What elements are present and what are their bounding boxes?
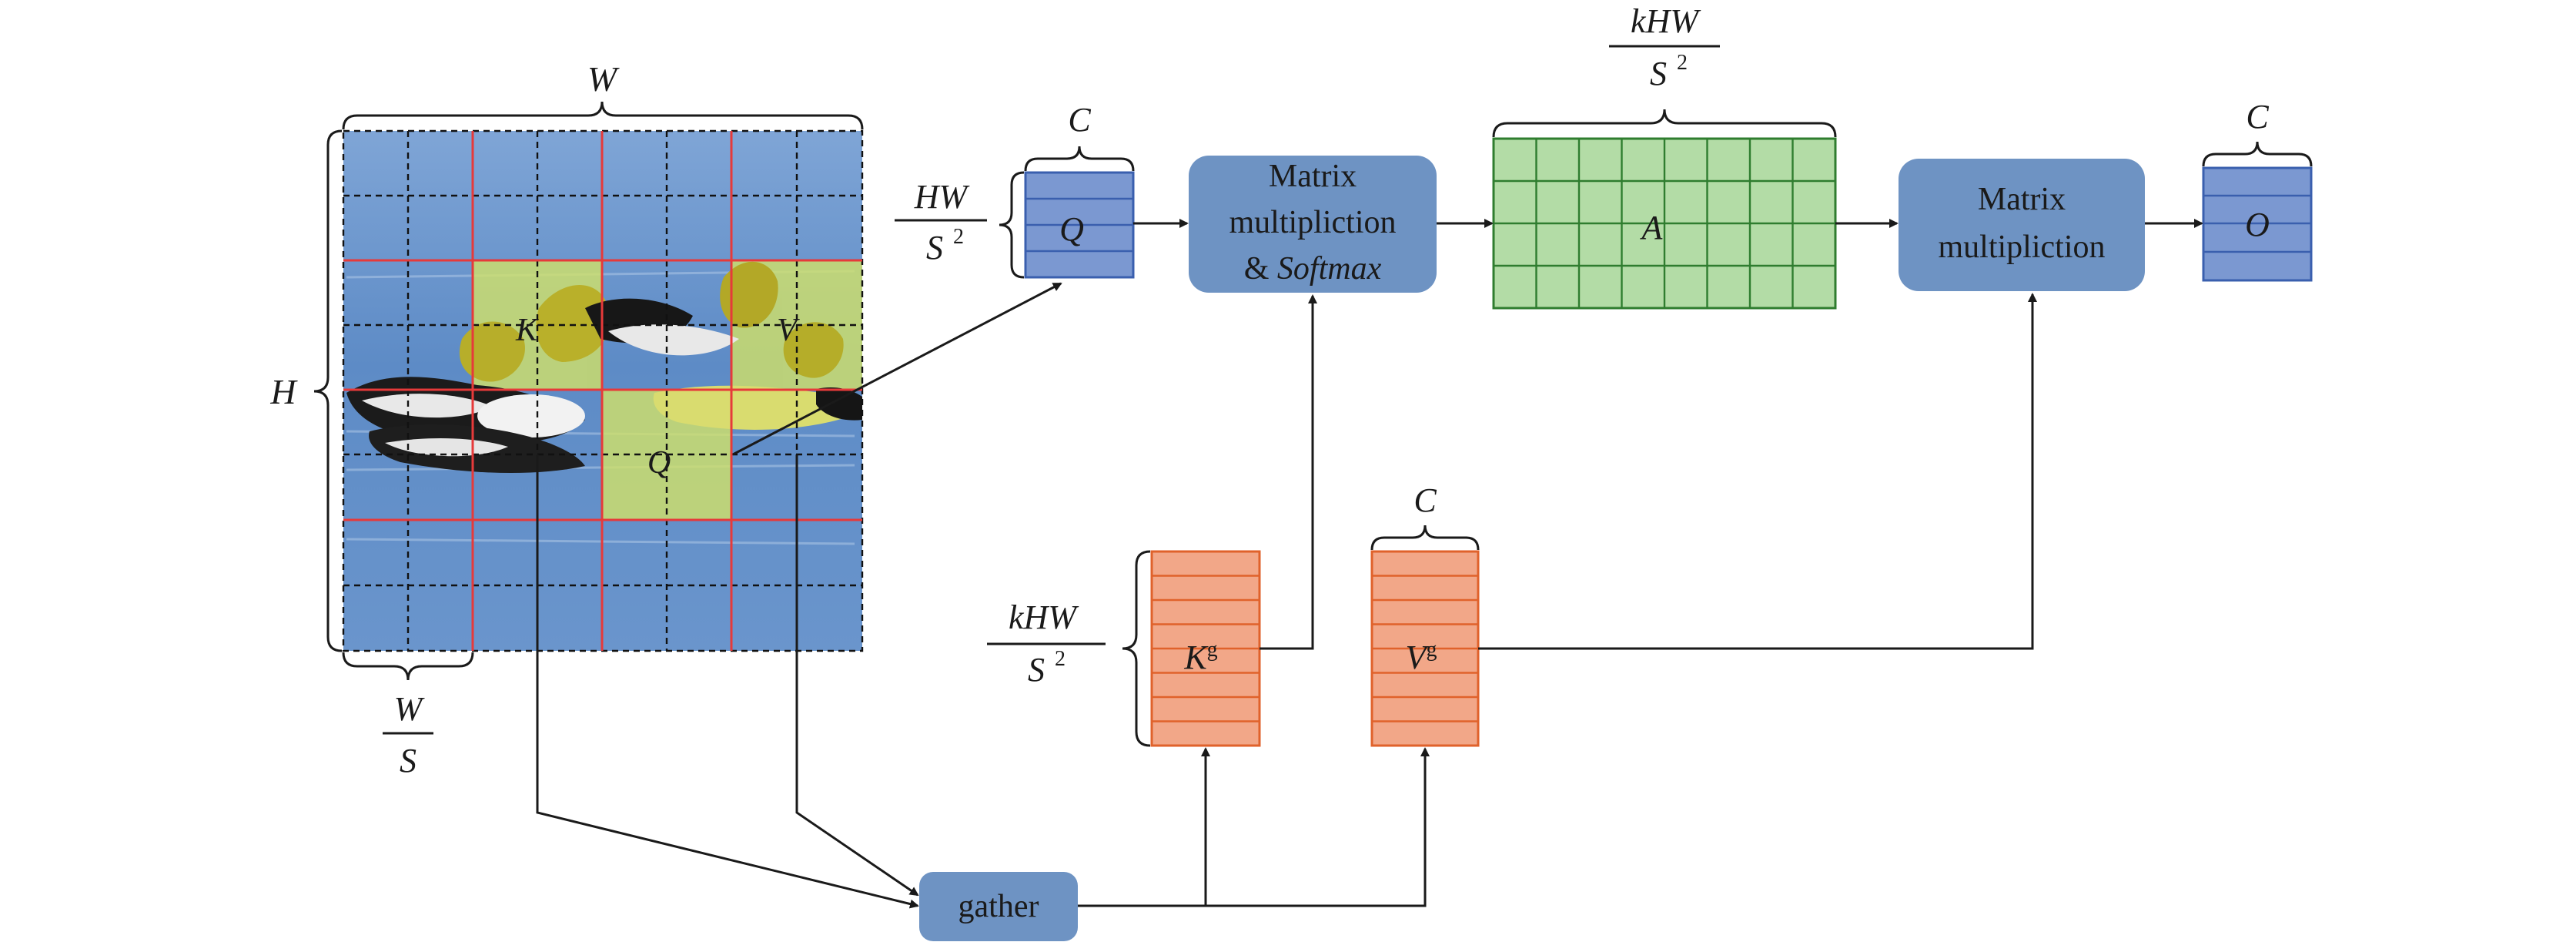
image-panel: K V Q — [342, 129, 864, 652]
connectors — [536, 219, 2203, 909]
matmul-softmax-line1: Matrix — [1269, 159, 1357, 194]
attention-width-fraction: kHW S 2 — [1609, 2, 1720, 92]
gathered-value-block: Vg — [1370, 550, 1480, 747]
gather-op: gather — [919, 872, 1078, 941]
query-top-brace — [1024, 146, 1135, 172]
attention-width-numerator: kHW — [1631, 2, 1701, 40]
matmul-softmax-ampersand: & — [1244, 251, 1277, 287]
gathered-value-label: Vg — [1406, 638, 1437, 676]
output-block: O — [2202, 166, 2313, 282]
attention-label: A — [1640, 209, 1664, 246]
output-label: O — [2245, 206, 2270, 243]
image-height-label: H — [269, 372, 298, 411]
output-channel-label: C — [2246, 98, 2269, 136]
query-left-brace — [999, 171, 1025, 279]
matmul-softmax-line2: multipliction — [1229, 205, 1397, 240]
arrow-query-to-q-block — [732, 282, 1062, 456]
gathered-key-block: Kg — [1150, 550, 1261, 747]
gathered-key-denominator: S — [1028, 651, 1045, 689]
region-width-numerator: W — [394, 690, 425, 728]
arrow-gather-to-vg — [1206, 747, 1430, 907]
region-label-q: Q — [647, 445, 671, 481]
query-channel-label: C — [1068, 101, 1091, 139]
gathered-key-letter: K — [1183, 639, 1209, 676]
matmul-softmax-softmax: Softmax — [1277, 251, 1382, 287]
query-token-denominator: S — [926, 229, 943, 267]
region-width-denominator: S — [400, 742, 417, 779]
gathered-key-label: Kg — [1183, 638, 1217, 676]
attention-width-denominator: S — [1650, 55, 1667, 92]
region-grid — [343, 131, 862, 651]
gathered-key-fraction: kHW S 2 — [987, 598, 1106, 689]
gathered-key-superscript: g — [1207, 638, 1218, 662]
output-top-brace — [2202, 141, 2313, 167]
attention-width-exponent: 2 — [1677, 51, 1688, 75]
region-label-v: V — [777, 313, 800, 348]
gather-label: gather — [958, 889, 1039, 924]
gathered-key-exponent: 2 — [1055, 647, 1066, 671]
arrow-gather-to-kg — [1078, 747, 1210, 907]
matmul-line1: Matrix — [1978, 182, 2066, 217]
arrow-v-region-to-gather — [795, 454, 919, 897]
matmul-op: Matrix multipliction — [1899, 159, 2145, 291]
gathered-value-top-brace — [1370, 525, 1480, 551]
matmul-softmax-line3: & Softmax — [1244, 251, 1382, 287]
gathered-value-channel-label: C — [1413, 481, 1437, 519]
attention-matrix: A — [1492, 137, 1837, 310]
gathered-value-letter: V — [1406, 639, 1430, 676]
gathered-key-left-brace — [1122, 550, 1151, 747]
gathered-key-numerator: kHW — [1009, 598, 1079, 636]
region-width-fraction: W S — [383, 690, 433, 779]
query-label: Q — [1059, 210, 1084, 248]
image-width-label: W — [587, 59, 620, 99]
arrow-kg-to-matmul-softmax — [1260, 294, 1317, 650]
image-braces — [313, 101, 864, 681]
region-label-k: K — [515, 313, 539, 348]
query-token-numerator: HW — [914, 178, 970, 216]
ducks — [346, 261, 862, 474]
gathered-value-superscript: g — [1426, 638, 1437, 662]
query-token-exponent: 2 — [953, 225, 964, 249]
query-block: Q — [1024, 171, 1135, 279]
query-token-fraction: HW S 2 — [895, 178, 987, 267]
attention-top-brace — [1492, 109, 1837, 138]
arrow-vg-to-matmul — [1478, 293, 2037, 650]
matmul-line2: multipliction — [1939, 230, 2106, 265]
arrow-k-region-to-gather — [536, 454, 919, 909]
matmul-softmax-op: Matrix multipliction & Softmax — [1189, 156, 1437, 293]
